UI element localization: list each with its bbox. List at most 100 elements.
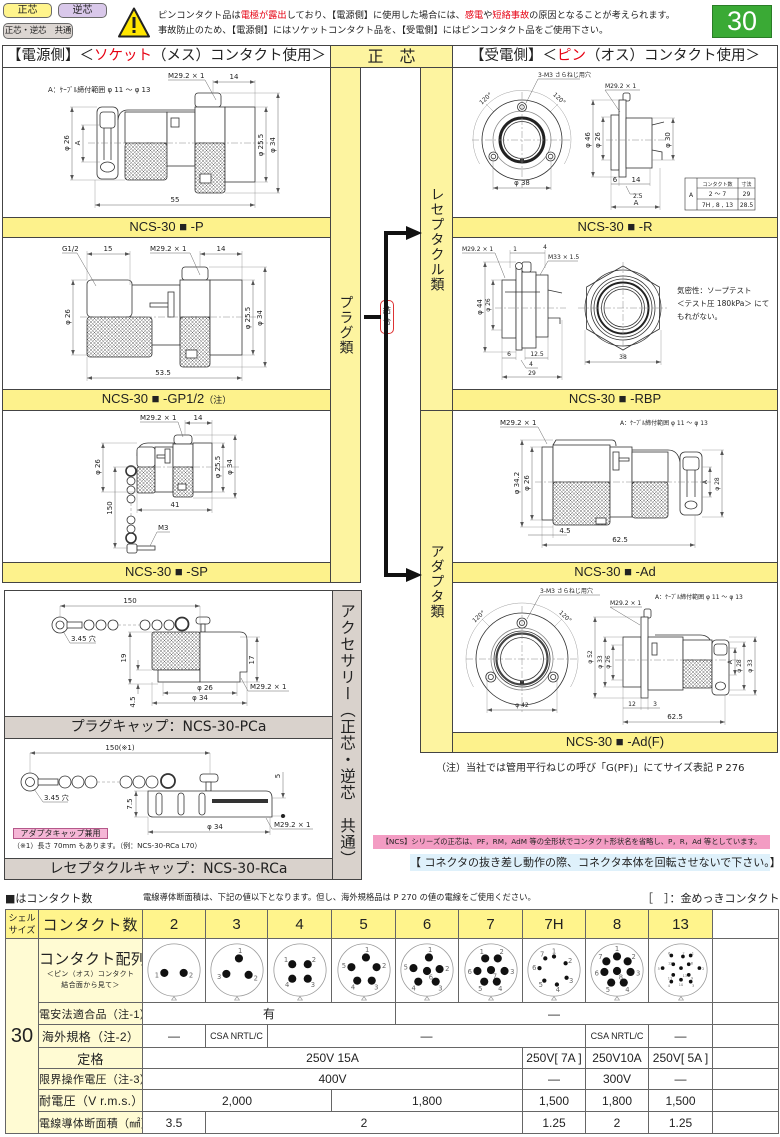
- contact-pin: [543, 955, 548, 961]
- contact-pin: [493, 953, 502, 962]
- table-cell: 250V[ 5A ]: [648, 1047, 713, 1069]
- category-label-receptacle: レセプタクル類: [428, 186, 445, 292]
- contact-pin: [612, 951, 622, 961]
- table-row-rating: 定格 250V 15A 250V[ 7A ] 250V10A 250V[ 5A …: [6, 1047, 779, 1069]
- contact-pin: [244, 970, 253, 979]
- shell-size-cell: 30: [5, 938, 39, 1134]
- contact-pin: [542, 978, 547, 983]
- warning-text-part: しており、【電源側】に使用した場合には、: [286, 10, 465, 21]
- key-mark-icon: [423, 995, 431, 1000]
- row-header: 耐電圧（V r.m.s.）: [38, 1089, 143, 1112]
- pin-number-label: 1: [691, 951, 693, 955]
- model-label-gp: NCS-30 ■ -GP1/2（注）: [2, 389, 331, 411]
- key-mark-icon: [170, 995, 178, 1000]
- table-row-overseas-standard: 海外規格（注-2） — CSA NRTL/C — CSA NRTL/C —: [6, 1024, 779, 1048]
- drawing-panel-p: [2, 67, 331, 218]
- contact-pin: [346, 962, 355, 971]
- empty-cell: [712, 938, 779, 1003]
- rbp-airtight-note: 気密性：ソープテスト ＜テスト圧 180kPa＞ にて もれがない。: [677, 284, 769, 323]
- pin-number-label: 2: [568, 956, 572, 964]
- contact-pin: [234, 953, 243, 962]
- col-header-count: 8: [585, 909, 649, 939]
- key-mark-icon: [360, 995, 367, 1000]
- category-strip-adapter: アダプタ類: [420, 410, 453, 753]
- connector-face-outline: [209, 943, 264, 997]
- empty-cell: [712, 1089, 779, 1112]
- source-side-title: 【電源側】＜: [7, 48, 94, 64]
- contact-pin: [472, 966, 482, 975]
- table-caption-wire-note: 電線導体断面積は、下記の値以下となります。但し、海外規格品は P 270 の値の…: [143, 892, 536, 902]
- col-header-count: 5: [331, 909, 396, 939]
- contact-pin: [678, 977, 683, 982]
- col-header-count: 4: [267, 909, 332, 939]
- key-mark-icon: [677, 995, 684, 1000]
- table-cell: —: [267, 1024, 586, 1048]
- pin-number-label: 8: [690, 961, 692, 965]
- warning-emphasis: 短絡事故: [492, 10, 530, 21]
- model-label-p: NCS-30 ■ -P: [2, 217, 331, 238]
- col-header-contacts: コンタクト数: [38, 909, 143, 939]
- pin-number-label: 1: [283, 956, 287, 964]
- source-side-header: 【電源側】＜ソケット（メス）コンタクト使用＞: [2, 45, 331, 68]
- table-cell: 2,000: [142, 1089, 332, 1112]
- model-note-mark: （注）: [204, 395, 232, 405]
- source-side-socket: ソケット: [94, 48, 152, 64]
- pin-number-label: 1: [479, 947, 483, 955]
- warning-emphasis: 感電: [464, 10, 484, 21]
- model-name: NCS-30 ■ -GP1/2: [101, 391, 205, 406]
- pin-number-label: 3: [510, 967, 514, 975]
- pin-number-label: 6: [668, 951, 670, 955]
- mating-text: 結合: [382, 306, 392, 328]
- contact-pin: [678, 965, 683, 970]
- col-header-count: 2: [142, 909, 206, 939]
- pin-number-label: 2: [189, 971, 193, 979]
- warning-triangle-icon: [118, 7, 150, 38]
- contact-pin: [160, 968, 169, 977]
- row-header: 電安法適合品（注-1）: [38, 1002, 143, 1025]
- pin-number-label: 3: [216, 972, 220, 980]
- row-header: 電線導体断面積（㎟）: [38, 1111, 143, 1134]
- table-cell: 2: [585, 1111, 649, 1134]
- pin-number-label: 4: [667, 984, 670, 988]
- table-cell: —: [648, 1068, 713, 1090]
- pin-number-label: 11: [667, 976, 671, 980]
- warning-text-part: や: [483, 10, 493, 21]
- category-strip-plug: プラグ類: [330, 67, 361, 583]
- table-cell: —: [522, 1068, 586, 1090]
- table-cell: 300V: [585, 1068, 649, 1090]
- pin-number-label: 6: [429, 973, 433, 981]
- row-header: 定格: [38, 1047, 143, 1069]
- pin-number-label: 4: [625, 985, 629, 993]
- model-label-ad: NCS-30 ■ -Ad: [452, 562, 778, 583]
- empty-cell: [712, 909, 779, 939]
- load-side-title: 【受電側】＜: [470, 48, 557, 64]
- table-cell: 250V[ 7A ]: [522, 1047, 586, 1069]
- table-cell: CSA NRTL/C: [205, 1024, 268, 1048]
- contact-pin: [554, 981, 560, 987]
- pin-number-label: 2: [253, 974, 257, 982]
- empty-cell: [712, 1024, 779, 1048]
- legend-badge-common: 正芯・逆芯 共通: [3, 23, 73, 39]
- contact-pin: [287, 959, 296, 968]
- adapter-cap-compatible-badge: アダプタキャップ兼用: [13, 828, 108, 839]
- contact-pin: [492, 977, 501, 986]
- table-row-limit-voltage: 限界操作電圧（注-3） 400V — 300V —: [6, 1068, 779, 1090]
- contact-pin: [564, 975, 569, 980]
- drawing-panel-ad: [452, 410, 778, 563]
- shell-header-line: サイズ: [8, 925, 36, 935]
- load-side-subtitle: （オス）コンタクト使用＞: [586, 48, 760, 64]
- warning-text: ピンコンタクト品は電極が露出しており、【電源側】に使用した場合には、感電や短絡事…: [158, 8, 675, 38]
- table-header-row: シェルサイズ コンタクト数 2 3 4 5 6 7 7H 8 13: [5, 909, 779, 939]
- col-header-count: 13: [648, 909, 713, 939]
- pin-number-label: 7: [492, 972, 496, 980]
- table-cell: —: [648, 1024, 713, 1048]
